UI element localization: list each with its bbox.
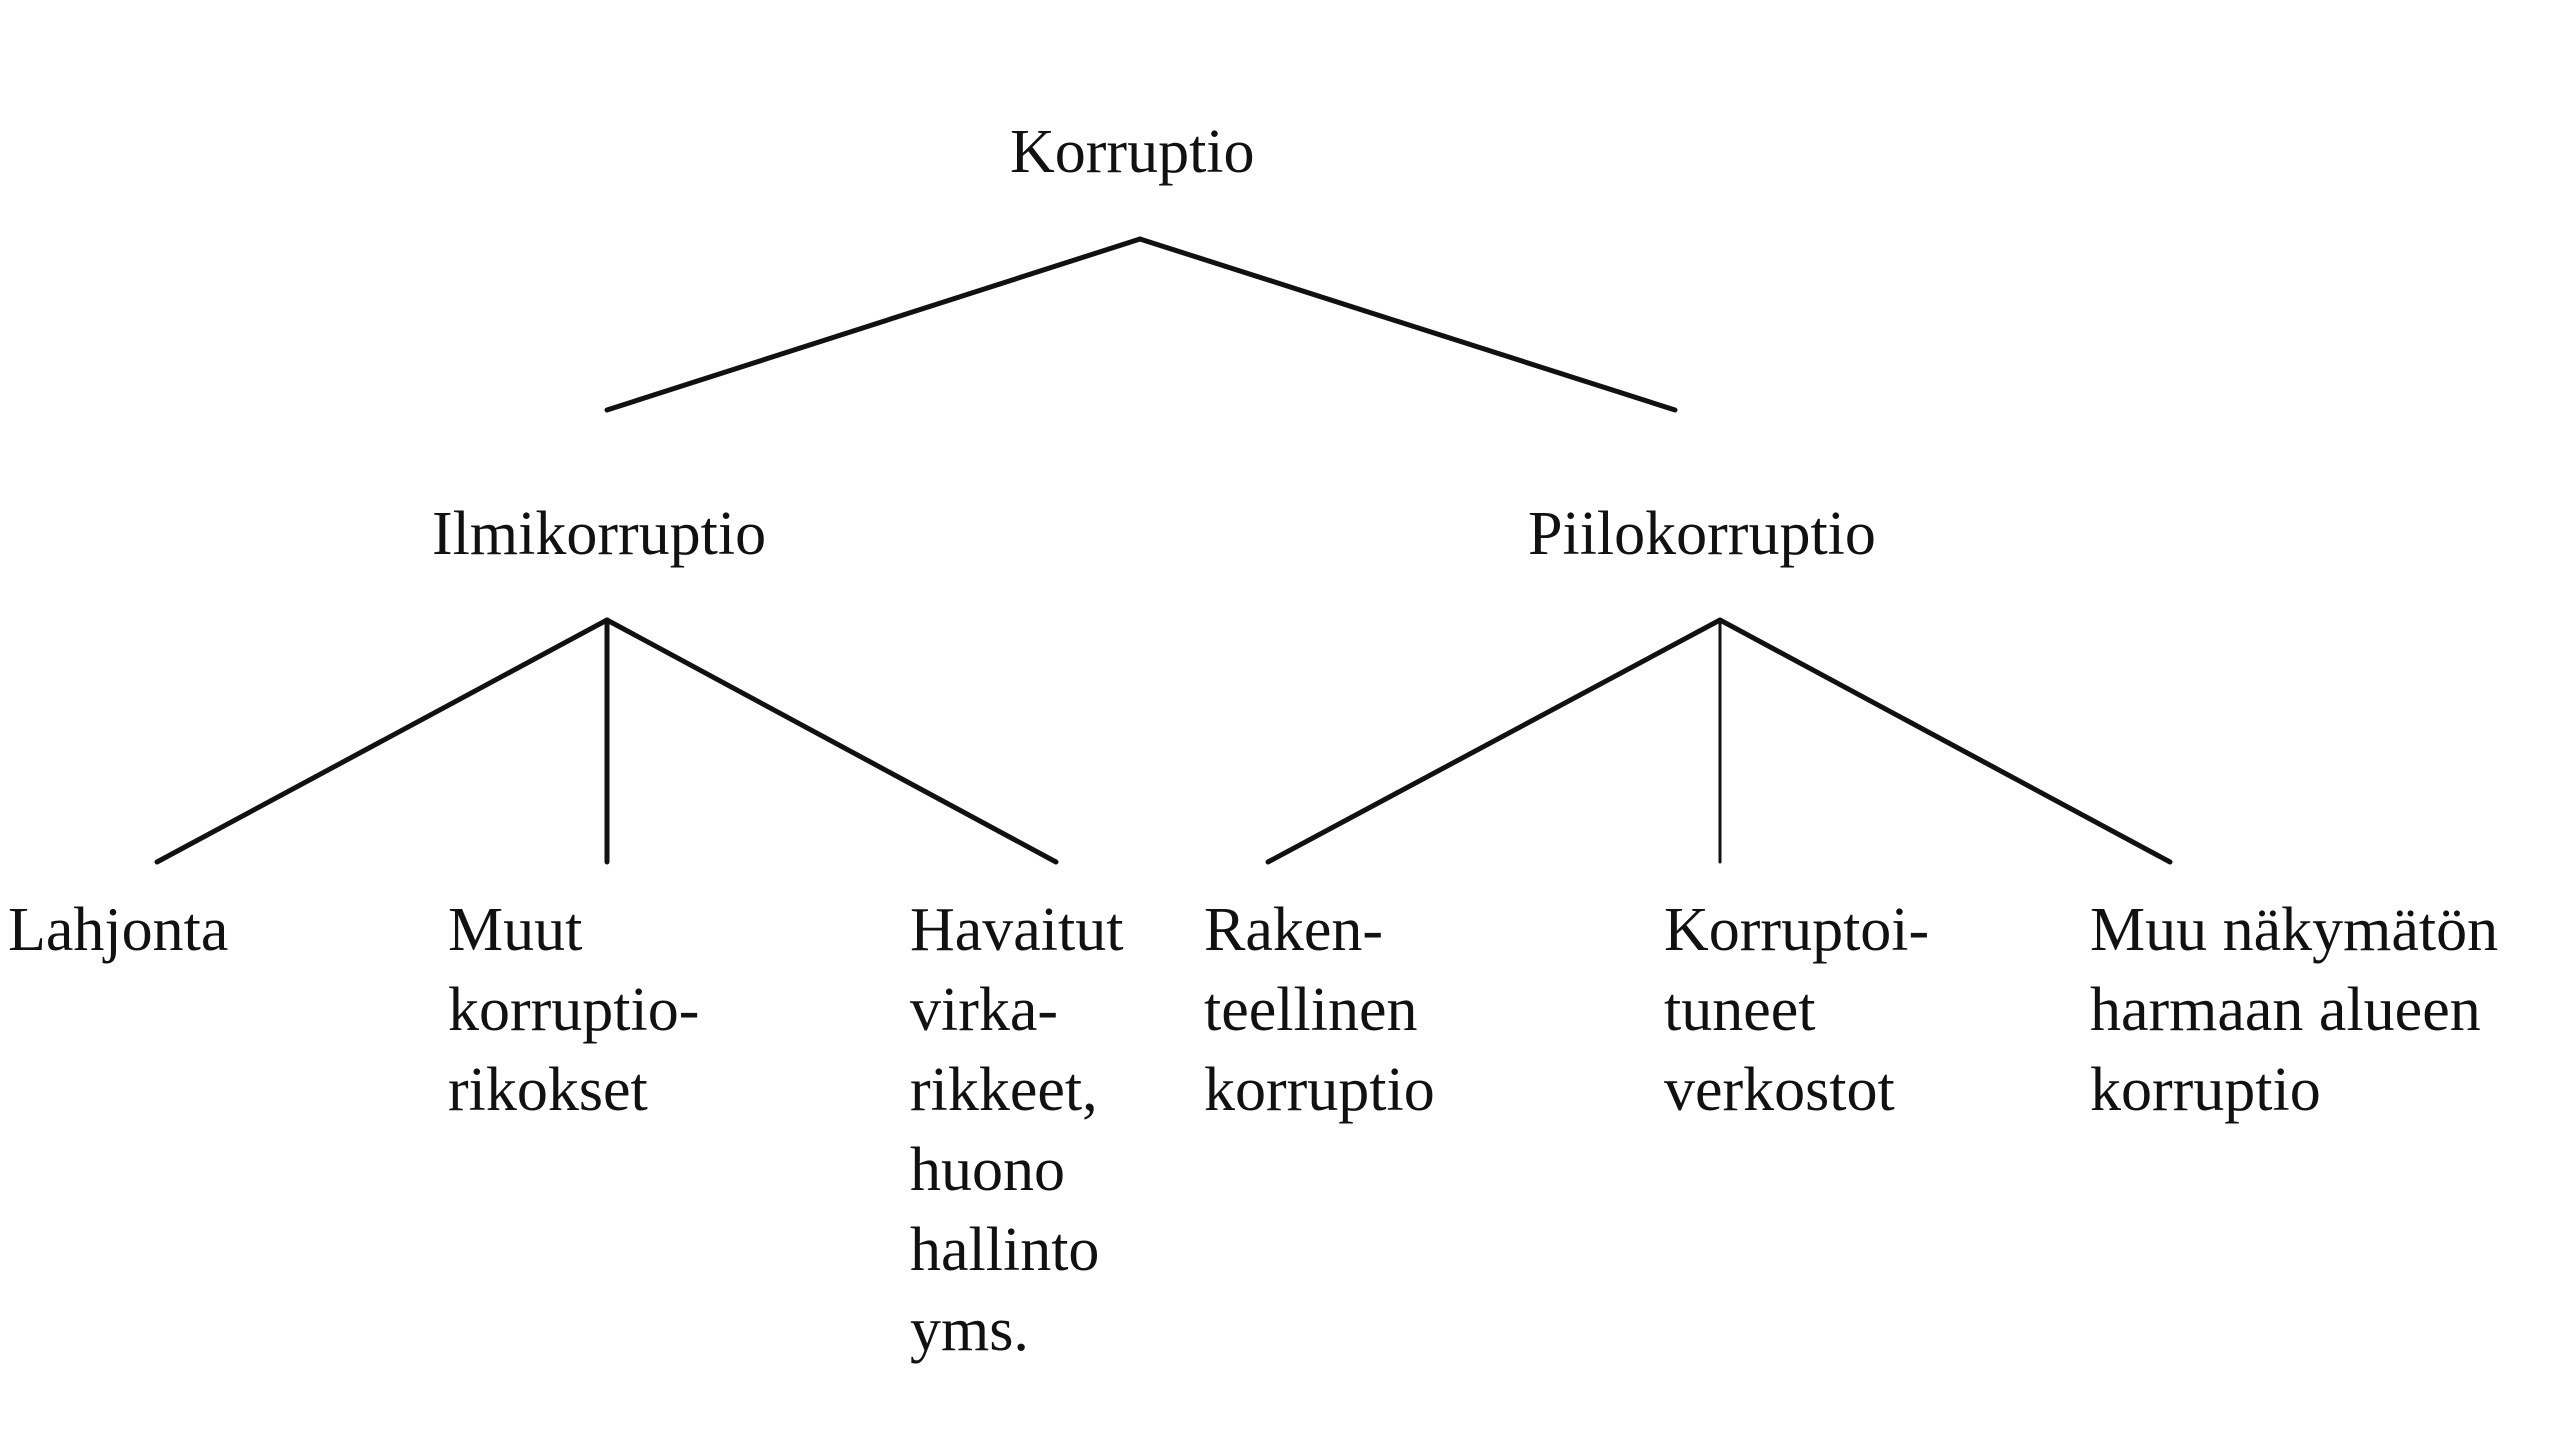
- branch-label: Piilokorruptio: [1528, 500, 1876, 568]
- leaf-line: Muut: [448, 896, 583, 964]
- leaf-line: korruptio-: [448, 976, 700, 1044]
- connector-piilokorruptio-muu: [1717, 617, 2173, 865]
- connector-ilmikorruptio-havaitut: [604, 617, 1059, 865]
- leaf-node-muu-nakymaton-korruptio: Muu näkymätön harmaan alueen korruptio: [2090, 890, 2498, 1130]
- leaf-node-rakenteellinen-korruptio: Raken- teellinen korruptio: [1204, 890, 1435, 1130]
- leaf-node-lahjonta: Lahjonta: [8, 890, 228, 970]
- leaf-line: korruptio: [1204, 1056, 1435, 1124]
- connector-root-piilokorruptio: [1137, 236, 1678, 413]
- leaf-line: virka-: [910, 976, 1059, 1044]
- leaf-line: korruptio: [2090, 1056, 2321, 1124]
- leaf-line: hallinto: [910, 1216, 1100, 1284]
- leaf-line: yms.: [910, 1296, 1029, 1364]
- leaf-line: Havaitut: [910, 896, 1124, 964]
- connector-piilokorruptio-rakenteellinen: [1265, 617, 1723, 865]
- leaf-line: Raken-: [1204, 896, 1384, 964]
- connector-root-ilmikorruptio: [604, 236, 1143, 413]
- branch-label: Ilmikorruptio: [432, 500, 767, 568]
- leaf-node-korruptoituneet-verkostot: Korruptoi- tuneet verkostot: [1664, 890, 1929, 1130]
- connector-ilmikorruptio-lahjonta: [154, 617, 610, 865]
- leaf-line: huono: [910, 1136, 1065, 1204]
- leaf-node-muut-korruptiorikokset: Muut korruptio- rikokset: [448, 890, 699, 1130]
- leaf-node-havaitut-virkarikkeet: Havaitut virka- rikkeet, huono hallinto …: [910, 890, 1124, 1370]
- root-node: Korruptio: [1010, 112, 1255, 192]
- branch-node-piilokorruptio: Piilokorruptio: [1528, 494, 1876, 574]
- leaf-line: rikokset: [448, 1056, 648, 1124]
- root-label: Korruptio: [1010, 118, 1255, 186]
- leaf-line: harmaan alueen: [2090, 976, 2481, 1044]
- leaf-line: tuneet: [1664, 976, 1816, 1044]
- leaf-line: verkostot: [1664, 1056, 1895, 1124]
- leaf-line: Lahjonta: [8, 896, 229, 964]
- branch-node-ilmikorruptio: Ilmikorruptio: [432, 494, 766, 574]
- leaf-line: teellinen: [1204, 976, 1418, 1044]
- leaf-line: rikkeet,: [910, 1056, 1098, 1124]
- leaf-line: Korruptoi-: [1664, 896, 1930, 964]
- leaf-line: Muu näkymätön: [2090, 896, 2499, 964]
